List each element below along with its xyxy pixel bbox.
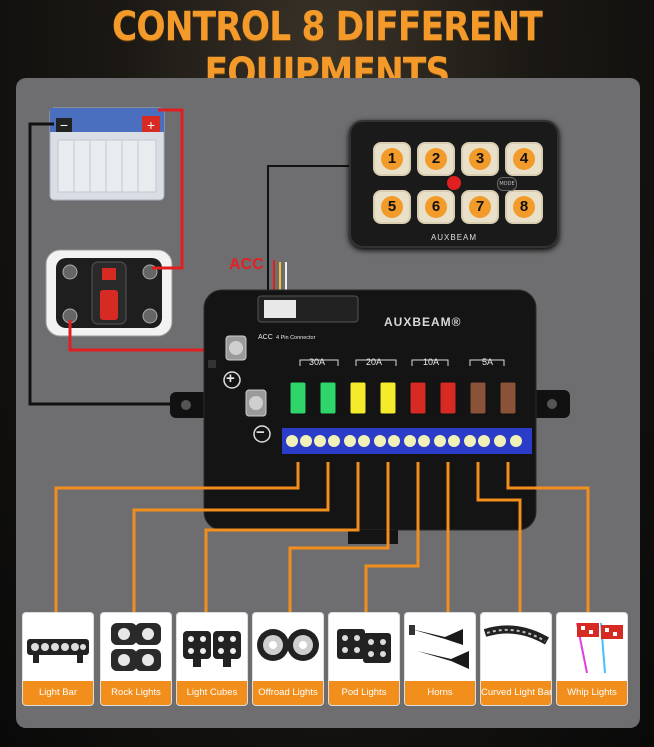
- equipment-label: Horns: [405, 681, 475, 705]
- fuse-group-20a: 20A: [366, 357, 383, 367]
- rock-lights-icon: [111, 623, 161, 671]
- positive-terminal-symbol: +: [226, 370, 235, 387]
- switch-button-2[interactable]: 2: [417, 142, 455, 176]
- curved-light-bar-icon: [483, 625, 550, 645]
- equipment-label: Offroad Lights: [253, 681, 323, 705]
- headline: CONTROL 8 DIFFERENT EQUIPMENTS: [111, 4, 543, 96]
- equipment-label: Light Bar: [23, 681, 93, 705]
- light-bar-icon: [27, 639, 89, 663]
- equipment-label: Pod Lights: [329, 681, 399, 705]
- equipment-list: Light Bar Rock Lights Light Cubes: [22, 612, 632, 706]
- equipment-label: Light Cubes: [177, 681, 247, 705]
- equipment-card-rock-lights[interactable]: Rock Lights: [100, 612, 172, 706]
- acc-wire-label: ACC: [229, 256, 264, 273]
- power-button-icon[interactable]: [447, 176, 461, 190]
- equipment-card-pod-lights[interactable]: Pod Lights: [328, 612, 400, 706]
- connector-pin-label: 4 Pin Connector: [276, 335, 316, 341]
- equipment-card-whip-lights[interactable]: Whip Lights: [556, 612, 628, 706]
- pod-lights-icon: [337, 629, 391, 663]
- mode-button[interactable]: MODE: [497, 177, 517, 191]
- switch-button-1[interactable]: 1: [373, 142, 411, 176]
- equipment-label: Whip Lights: [557, 681, 627, 705]
- equipment-label: Curved Light Bar: [481, 681, 551, 705]
- control-box-brand: AUXBEAM®: [384, 315, 462, 329]
- switch-button-5[interactable]: 5: [373, 190, 411, 224]
- keypad-brand: AUXBEAM: [430, 233, 478, 242]
- horns-icon: [409, 625, 469, 669]
- whip-lights-icon: [576, 622, 623, 674]
- fuse-row: [289, 381, 517, 415]
- negative-terminal-symbol: −: [256, 424, 265, 441]
- switch-panel-keypad: 1 2 3 4 5 6 7 8 MODE AUXBEAM: [349, 120, 559, 248]
- light-cubes-icon: [183, 631, 241, 667]
- equipment-card-light-bar[interactable]: Light Bar: [22, 612, 94, 706]
- connector-acc-label: ACC: [258, 334, 273, 341]
- fuse-group-5a: 5A: [482, 357, 494, 367]
- offroad-lights-icon: [257, 629, 319, 661]
- switch-button-4[interactable]: 4: [505, 142, 543, 176]
- switch-button-8[interactable]: 8: [505, 190, 543, 224]
- terminal-screws: [286, 435, 522, 447]
- equipment-card-horns[interactable]: Horns: [404, 612, 476, 706]
- switch-button-3[interactable]: 3: [461, 142, 499, 176]
- battery: − +: [49, 107, 165, 201]
- fuse-group-30a: 30A: [309, 357, 326, 367]
- switch-button-7[interactable]: 7: [461, 190, 499, 224]
- equipment-label: Rock Lights: [101, 681, 171, 705]
- equipment-card-light-cubes[interactable]: Light Cubes: [176, 612, 248, 706]
- equipment-wires: [54, 462, 590, 612]
- battery-minus: −: [60, 117, 68, 133]
- circuit-breaker: [45, 249, 173, 337]
- equipment-card-curved-light-bar[interactable]: Curved Light Bar: [480, 612, 552, 706]
- equipment-card-offroad-lights[interactable]: Offroad Lights: [252, 612, 324, 706]
- switch-button-6[interactable]: 6: [417, 190, 455, 224]
- battery-plus: +: [147, 117, 155, 133]
- fuse-group-10a: 10A: [423, 357, 440, 367]
- control-box: [170, 289, 570, 544]
